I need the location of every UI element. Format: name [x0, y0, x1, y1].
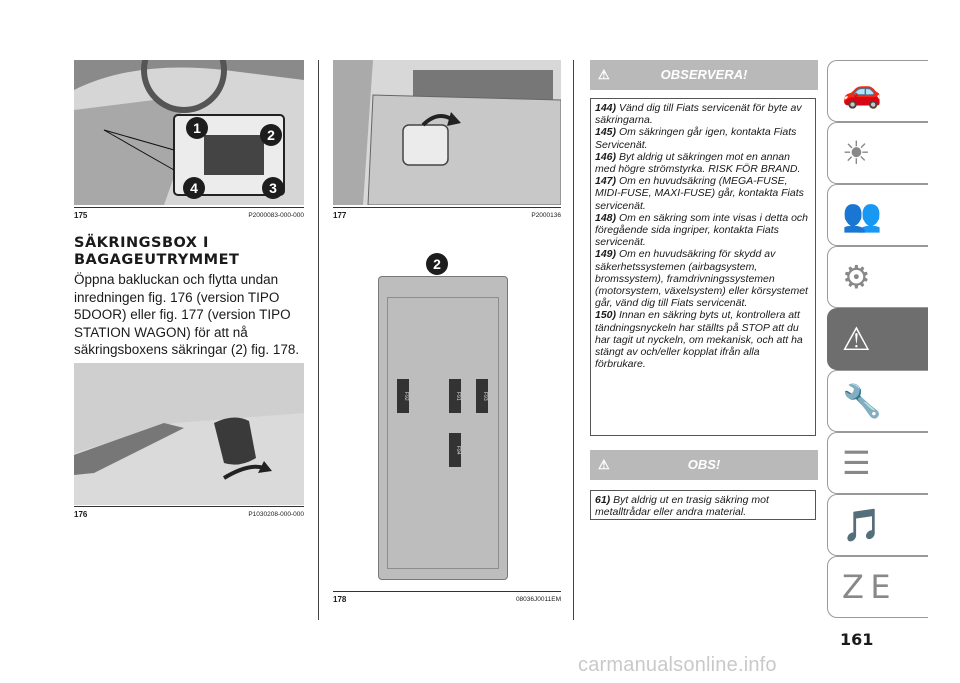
note-item-number: 145): [595, 126, 619, 139]
figure-code: P2000136: [531, 212, 561, 219]
note-item: 145) Om säkringen går igen, kontakta Fia…: [595, 126, 811, 150]
chapter-tab[interactable]: Z E: [827, 556, 928, 618]
column-divider: [318, 60, 319, 620]
page-number: 161: [840, 630, 874, 649]
note-item: 61) Byt aldrig ut en trasig säkring mot …: [595, 494, 811, 518]
figure-code: P1030208-000-000: [248, 511, 304, 518]
note-item-number: 61): [595, 494, 614, 506]
figure-177-image: [333, 60, 561, 205]
figure-number: 176: [74, 510, 88, 519]
obs-box: 61) Byt aldrig ut en trasig säkring mot …: [590, 490, 816, 520]
safety-airbag-icon: 👥: [842, 196, 882, 234]
figure-176-image: [74, 363, 304, 505]
watermark: carmanualsonline.info: [578, 654, 777, 676]
column-divider: [573, 60, 574, 620]
section-title-line2: BAGAGEUTRYMMET: [74, 252, 240, 268]
figure-number: 175: [74, 211, 88, 220]
warning-lights-icon: ☀: [842, 134, 871, 172]
note-item-number: 149): [595, 248, 619, 261]
fuse-f92: F92: [397, 379, 409, 413]
chapter-tab[interactable]: 🚗: [827, 60, 928, 122]
callout-3: 3: [262, 177, 284, 199]
trunk-side-illustration: [74, 363, 304, 505]
note-item: 144) Vänd dig till Fiats servicenät för …: [595, 102, 811, 126]
note-item: 147) Om en huvudsäkring (MEGA-FUSE, MIDI…: [595, 175, 811, 212]
fuse-f91: F91: [449, 379, 461, 413]
fuse-f93: F93: [476, 379, 488, 413]
trunk-panel-illustration: [333, 60, 561, 205]
index-icon: Z E: [842, 568, 891, 606]
fuse-box: F92 F91 F93 F94: [378, 276, 508, 580]
note-item-number: 147): [595, 175, 619, 188]
figure-code: 08036J0011EM: [515, 596, 561, 603]
note-item: 150) Innan en säkring byts ut, kontrolle…: [595, 309, 811, 370]
obs-title: OBS!: [687, 457, 721, 472]
caution-car-icon: ⚠: [598, 457, 610, 472]
note-item-number: 144): [595, 102, 619, 114]
note-item-text: Byt aldrig ut säkringen mot en annan med…: [595, 150, 801, 176]
note-item-number: 146): [595, 150, 619, 163]
note-item-number: 148): [595, 211, 619, 224]
note-item: 149) Om en huvudsäkring för skydd av säk…: [595, 248, 811, 309]
figure-number: 177: [333, 211, 347, 220]
chapter-tab[interactable]: 🎵: [827, 494, 928, 556]
car-info-icon: 🚗: [842, 72, 882, 110]
section-title-line1: SÄKRINGSBOX I: [74, 235, 209, 251]
note-item: 146) Byt aldrig ut säkringen mot en anna…: [595, 151, 811, 175]
observera-list: 144) Vänd dig till Fiats servicenät för …: [595, 102, 811, 370]
figure-rule: [333, 591, 561, 592]
figure-code: P2000083-000-000: [248, 212, 304, 219]
obs-header: ⚠ OBS!: [590, 450, 818, 480]
figure-rule: [74, 207, 304, 208]
technical-data-icon: ☰: [842, 444, 871, 482]
fuse-f94: F94: [449, 433, 461, 467]
callout-2: 2: [260, 124, 282, 146]
figure-number: 178: [333, 595, 347, 604]
callout-2: 2: [426, 253, 448, 275]
note-item-text: Vänd dig till Fiats servicenät för byte …: [595, 102, 802, 127]
note-item-text: Om säkringen går igen, kontakta Fiats Se…: [595, 126, 797, 151]
callout-4: 4: [183, 177, 205, 199]
emergency-icon: ⚠: [842, 320, 871, 358]
note-item-text: Om en säkring som inte visas i detta och…: [595, 211, 809, 249]
observera-header: ⚠ OBSERVERA!: [590, 60, 818, 90]
obs-list: 61) Byt aldrig ut en trasig säkring mot …: [595, 494, 811, 518]
note-item-text: Byt aldrig ut en trasig säkring mot meta…: [595, 494, 769, 519]
observera-title: OBSERVERA!: [660, 67, 748, 82]
figure-rule: [74, 506, 304, 507]
callout-1: 1: [186, 117, 208, 139]
chapter-tab[interactable]: 👥: [827, 184, 928, 246]
note-item-text: Om en huvudsäkring (MEGA-FUSE, MIDI-FUSE…: [595, 175, 804, 212]
observera-box: 144) Vänd dig till Fiats servicenät för …: [590, 98, 816, 436]
warning-car-icon: ⚠: [598, 67, 610, 82]
note-item: 148) Om en säkring som inte visas i dett…: [595, 212, 811, 249]
note-item-text: Innan en säkring byts ut, kontrollera at…: [595, 309, 803, 371]
figure-rule: [333, 207, 561, 208]
chapter-tab[interactable]: 🔧: [827, 370, 928, 432]
multimedia-icon: 🎵: [842, 506, 882, 544]
maintenance-icon: 🔧: [842, 382, 882, 420]
chapter-tab[interactable]: ⚙: [827, 246, 928, 308]
chapter-tab[interactable]: ☀: [827, 122, 928, 184]
section-title: SÄKRINGSBOX I BAGAGEUTRYMMET: [74, 235, 309, 269]
fuse-box-grid: [387, 297, 499, 569]
starting-driving-icon: ⚙: [842, 258, 871, 296]
note-item-number: 150): [595, 309, 619, 322]
chapter-tab[interactable]: ⚠: [827, 308, 928, 370]
note-item-text: Om en huvudsäkring för skydd av säkerhet…: [595, 248, 808, 310]
chapter-tab[interactable]: ☰: [827, 432, 928, 494]
section-body: Öppna bakluckan och flytta undan inredni…: [74, 272, 300, 357]
